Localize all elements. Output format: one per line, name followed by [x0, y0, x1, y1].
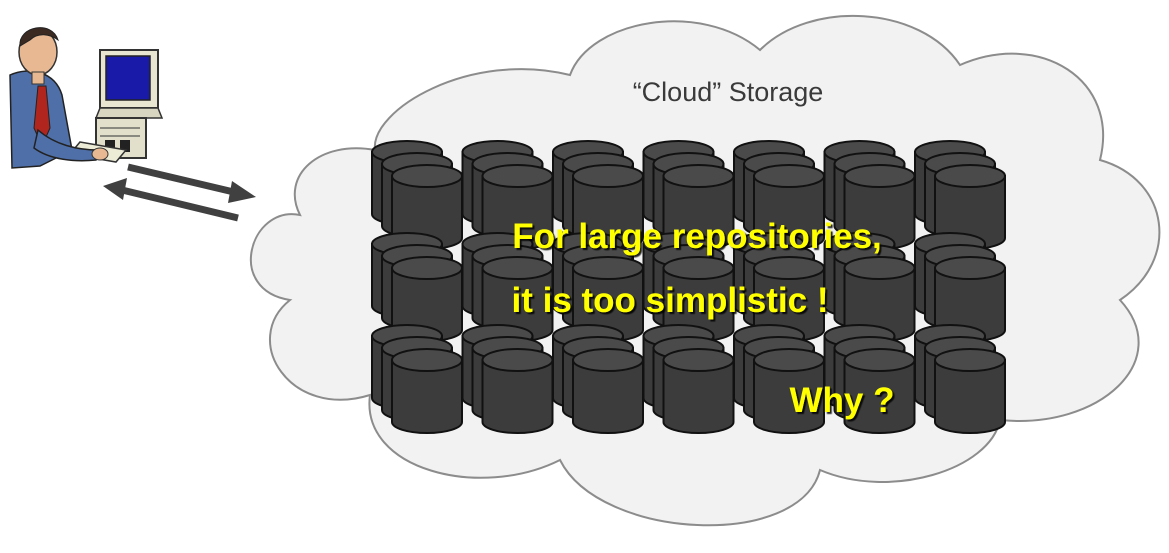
callout-question: Why ?: [790, 381, 895, 420]
bidirectional-arrow-icon: [103, 163, 256, 222]
storage-drum-icon: [753, 256, 825, 342]
storage-drum-icon: [391, 164, 463, 250]
storage-drum-icon: [934, 256, 1006, 342]
storage-drum-icon: [481, 348, 554, 434]
storage-drum-icon: [753, 348, 825, 434]
storage-drum-icon: [662, 348, 735, 434]
user-at-computer-icon: [9, 27, 164, 169]
callout-line-2: it is too simplistic !: [512, 281, 829, 320]
storage-drum-icon: [843, 256, 916, 342]
storage-drum-icon: [481, 256, 554, 342]
storage-drum-icon: [391, 348, 463, 434]
storage-drum-icon: [572, 348, 644, 434]
storage-drum-icon: [662, 164, 735, 250]
storage-drum-icon: [934, 348, 1006, 434]
storage-drum-icon: [843, 164, 916, 250]
storage-drum-array: [371, 140, 1006, 434]
storage-drum-icon: [572, 164, 644, 250]
storage-drum-icon: [843, 348, 916, 434]
storage-drum-icon: [481, 164, 554, 250]
callout-line-1: For large repositories,: [512, 217, 882, 256]
cloud-label: “Cloud” Storage: [633, 77, 824, 107]
storage-drum-icon: [934, 164, 1006, 250]
